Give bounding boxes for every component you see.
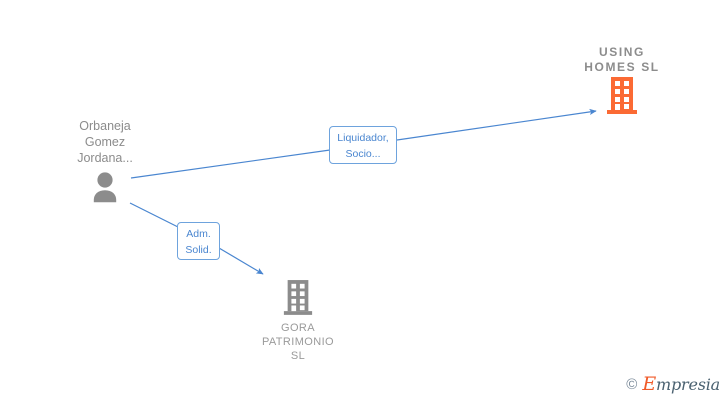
copyright-icon: © — [626, 376, 638, 393]
node-gora-patrimonio[interactable]: GORA PATRIMONIO SL — [238, 278, 358, 363]
building-icon — [283, 280, 313, 315]
edge-adm-solid[interactable] — [129, 202, 264, 275]
person-icon — [93, 172, 117, 203]
edge-label-liquidador-line1: Liquidador, — [337, 132, 389, 144]
node-using-homes[interactable]: USING HOMES SL — [552, 45, 692, 115]
brand-logo: Empresia — [642, 375, 720, 394]
brand-initial: E — [642, 373, 656, 395]
edge-label-adm-solid-line2: Solid. — [185, 244, 212, 256]
node-orbaneja-label: Orbaneja Gomez Jordana... — [77, 119, 133, 165]
edge-label-liquidador[interactable]: Liquidador, Socio... — [329, 126, 397, 164]
node-orbaneja[interactable]: Orbaneja Gomez Jordana... — [45, 118, 165, 204]
building-icon — [607, 77, 637, 114]
brand-rest: mpresia — [656, 375, 720, 394]
edge-label-liquidador-line2: Socio... — [345, 148, 381, 160]
edge-label-adm-solid-line1: Adm. — [186, 228, 211, 240]
node-gora-patrimonio-label: GORA PATRIMONIO SL — [261, 322, 335, 362]
node-using-homes-label: USING HOMES SL — [584, 45, 660, 74]
edge-label-adm-solid[interactable]: Adm. Solid. — [177, 222, 220, 260]
watermark: © Empresia — [626, 375, 720, 394]
edge-liquidador[interactable] — [130, 108, 597, 179]
